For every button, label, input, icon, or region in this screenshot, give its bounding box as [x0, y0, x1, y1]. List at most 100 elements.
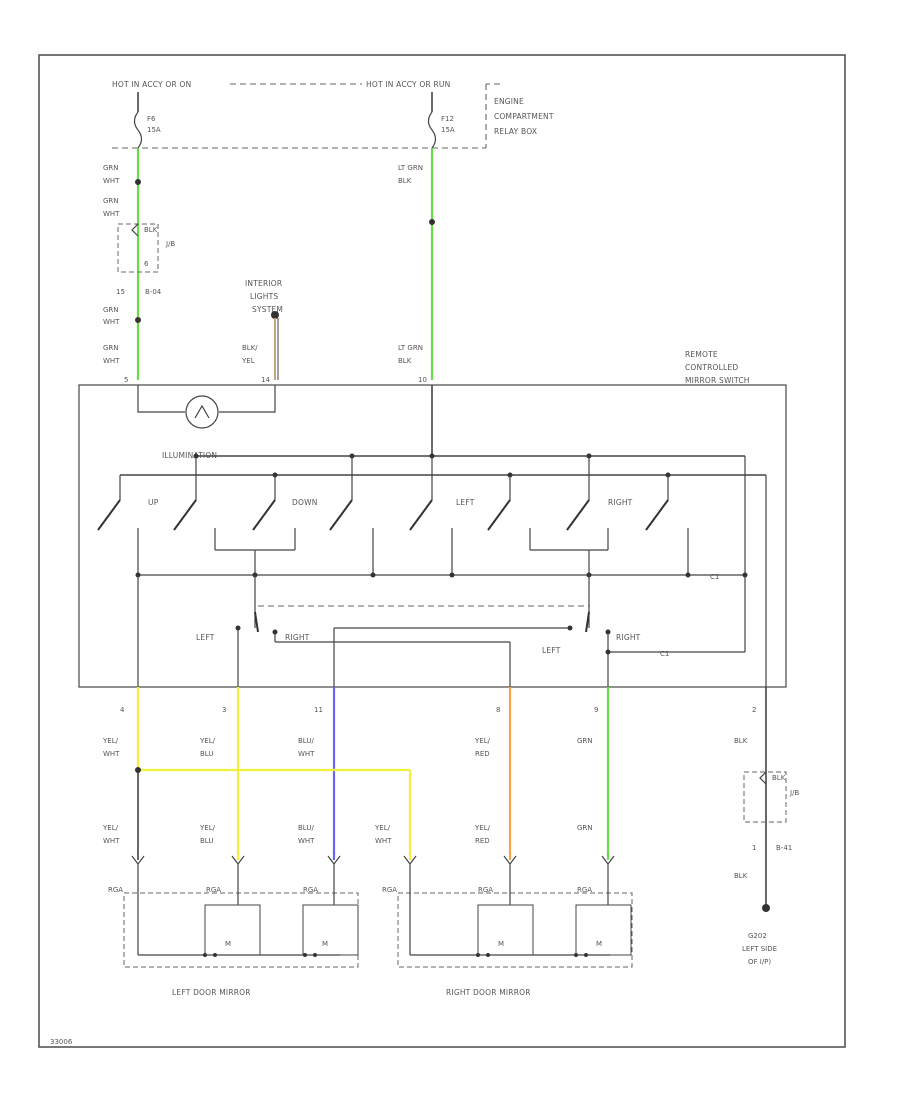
svg-text:OF I/P): OF I/P): [748, 958, 771, 966]
svg-text:RGA: RGA: [478, 886, 493, 894]
right-door-mirror: RGA RGA RGA M M: [382, 864, 633, 968]
svg-text:LT GRN: LT GRN: [398, 164, 423, 172]
svg-text:BLK: BLK: [144, 226, 158, 234]
svg-text:BLK: BLK: [398, 177, 412, 185]
svg-text:WHT: WHT: [375, 837, 392, 845]
hot-right-label: HOT IN ACCY OR RUN: [366, 80, 450, 89]
switch-lower-contacts: C1: [135, 528, 748, 581]
left-mirror-label: LEFT DOOR MIRROR: [172, 988, 251, 997]
svg-text:M: M: [322, 940, 328, 948]
svg-text:WHT: WHT: [103, 177, 120, 185]
svg-text:11: 11: [314, 706, 323, 714]
wire-labels-low: YEL/ WHT YEL/ BLU BLU/ WHT YEL/ WHT YEL/…: [102, 824, 593, 845]
svg-text:LEFT: LEFT: [542, 646, 561, 655]
connector-arrows: [131, 855, 615, 865]
svg-text:WHT: WHT: [298, 750, 315, 758]
svg-text:BLK: BLK: [398, 357, 412, 365]
hot-left-label: HOT IN ACCY OR ON: [112, 80, 191, 89]
splice-yel-wht: [135, 767, 141, 773]
svg-text:RGA: RGA: [108, 886, 123, 894]
svg-text:MIRROR SWITCH: MIRROR SWITCH: [685, 376, 750, 385]
fuse-left-icon: [133, 111, 143, 149]
svg-text:BLU/: BLU/: [298, 824, 314, 832]
svg-text:RIGHT: RIGHT: [616, 633, 641, 642]
svg-text:YEL/: YEL/: [199, 824, 216, 832]
svg-text:RGA: RGA: [303, 886, 318, 894]
svg-text:RGA: RGA: [382, 886, 397, 894]
svg-text:CONTROLLED: CONTROLLED: [685, 363, 738, 372]
svg-text:GRN: GRN: [103, 197, 119, 205]
relay-box-line1: ENGINE: [494, 97, 524, 106]
svg-text:G202: G202: [748, 932, 767, 940]
svg-text:GRN: GRN: [577, 824, 593, 832]
switch-left-label: LEFT: [456, 498, 475, 507]
relay-box-line2: COMPARTMENT: [494, 112, 554, 121]
svg-text:M: M: [225, 940, 231, 948]
relay-box-line3: RELAY BOX: [494, 127, 537, 136]
svg-text:4: 4: [120, 706, 125, 714]
svg-text:GRN: GRN: [103, 306, 119, 314]
svg-text:LEFT SIDE: LEFT SIDE: [742, 945, 777, 953]
svg-text:9: 9: [594, 706, 598, 714]
svg-text:BLU/: BLU/: [298, 737, 314, 745]
diagram-id: 33006: [50, 1038, 73, 1046]
svg-text:J/B: J/B: [165, 240, 175, 248]
svg-text:BLK: BLK: [734, 872, 748, 880]
illumination-lamp-icon: [185, 395, 219, 429]
svg-text:YEL: YEL: [241, 357, 255, 365]
svg-text:YEL/: YEL/: [199, 737, 216, 745]
svg-text:REMOTE: REMOTE: [685, 350, 718, 359]
svg-text:C1: C1: [660, 650, 669, 658]
svg-text:BLK: BLK: [772, 774, 786, 782]
svg-text:RED: RED: [475, 837, 490, 845]
svg-text:LIGHTS: LIGHTS: [250, 292, 278, 301]
svg-text:INTERIOR: INTERIOR: [245, 279, 282, 288]
svg-text:M: M: [596, 940, 602, 948]
svg-text:WHT: WHT: [298, 837, 315, 845]
svg-text:ILLUMINATION: ILLUMINATION: [162, 451, 217, 460]
svg-text:1: 1: [752, 844, 756, 852]
svg-text:GRN: GRN: [103, 164, 119, 172]
switch-down-label: DOWN: [292, 498, 318, 507]
svg-text:3: 3: [222, 706, 226, 714]
ground-icon: [762, 904, 770, 912]
interior-lights-connector: [271, 311, 279, 319]
mirror-selector-switch: C1: [235, 575, 745, 687]
svg-text:YEL/: YEL/: [102, 824, 119, 832]
svg-text:GRN: GRN: [577, 737, 593, 745]
output-pins: 4 3 11 8 9 2: [120, 706, 756, 714]
svg-text:YEL/: YEL/: [102, 737, 119, 745]
svg-text:WHT: WHT: [103, 837, 120, 845]
svg-text:YEL/: YEL/: [374, 824, 391, 832]
svg-text:14: 14: [261, 376, 270, 384]
svg-text:2: 2: [752, 706, 756, 714]
wire-labels-mid: YEL/ WHT YEL/ BLU BLU/ WHT YEL/ RED GRN …: [102, 737, 748, 758]
svg-text:WHT: WHT: [103, 357, 120, 365]
fuse-right-id: F12: [441, 115, 454, 123]
svg-text:SYSTEM: SYSTEM: [252, 305, 283, 314]
fuse-right-icon: [427, 111, 437, 149]
svg-text:WHT: WHT: [103, 210, 120, 218]
svg-text:WHT: WHT: [103, 318, 120, 326]
svg-text:5: 5: [124, 376, 128, 384]
splice-left-2: [135, 317, 141, 323]
switch-contacts: [97, 453, 671, 531]
svg-text:YEL/: YEL/: [474, 824, 491, 832]
switch-up-label: UP: [148, 498, 159, 507]
left-door-mirror: RGA RGA RGA M M: [108, 864, 359, 968]
svg-text:B-04: B-04: [145, 288, 162, 296]
diagram-frame: [38, 54, 846, 1048]
svg-text:B-41: B-41: [776, 844, 792, 852]
fuse-left-amp: 15A: [147, 126, 161, 134]
splice-left-1: [135, 179, 141, 185]
svg-text:10: 10: [418, 376, 427, 384]
svg-text:8: 8: [496, 706, 500, 714]
switch-right-label: RIGHT: [608, 498, 633, 507]
svg-text:LEFT: LEFT: [196, 633, 215, 642]
fuse-left-id: F6: [147, 115, 156, 123]
svg-text:RGA: RGA: [206, 886, 221, 894]
splice-right-1: [429, 219, 435, 225]
svg-text:J/B: J/B: [789, 789, 799, 797]
svg-text:GRN: GRN: [103, 344, 119, 352]
svg-text:BLU: BLU: [200, 837, 213, 845]
